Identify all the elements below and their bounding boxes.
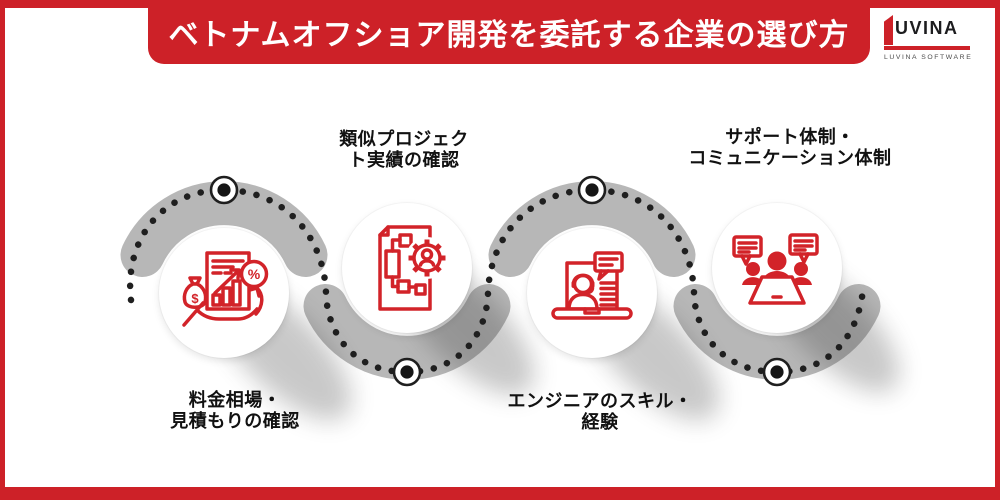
communication-team-icon — [732, 233, 819, 305]
step-label-3: エンジニアのスキル・ 経験 — [480, 391, 720, 433]
similar-project-doc-icon — [378, 225, 448, 311]
engineer-skill-icon — [551, 251, 633, 320]
step-label-line: 見積もりの確認 — [170, 411, 300, 431]
cost-estimate-icon: % $ — [182, 251, 269, 327]
step-circle-3 — [527, 228, 657, 358]
logo-subtitle: LUVINA SOFTWARE — [884, 54, 973, 61]
bullseye-marker-icon — [209, 175, 239, 205]
step-label-4: サポート体制・ コミュニケーション体制 — [655, 127, 925, 169]
step-circle-2 — [342, 203, 472, 333]
bullseye-marker-icon — [577, 175, 607, 205]
step-circle-4 — [712, 203, 842, 333]
step-label-line: コミュニケーション体制 — [688, 148, 892, 168]
step-label-1: 料金相場・ 見積もりの確認 — [115, 390, 355, 432]
logo-wordmark: UVINA — [895, 18, 959, 38]
bullseye-markers — [209, 175, 792, 387]
frame-border-right — [995, 0, 1000, 500]
title-banner: ベトナムオフショア開発を委託する企業の選び方 — [148, 0, 870, 64]
bullseye-marker-icon — [762, 357, 792, 387]
step-label-line: サポート体制・ — [725, 127, 855, 147]
step-label-line: 料金相場・ — [188, 390, 282, 410]
step-label-line: 類似プロジェク — [339, 129, 469, 149]
svg-text:$: $ — [191, 291, 199, 306]
step-label-line: エンジニアのスキル・ — [507, 391, 693, 411]
svg-text:%: % — [248, 266, 261, 282]
step-circle-1: % $ — [159, 228, 289, 358]
page-title: ベトナムオフショア開発を委託する企業の選び方 — [168, 19, 850, 52]
luvina-logo: UVINA LUVINA SOFTWARE — [884, 15, 979, 61]
step-label-2: 類似プロジェク ト実績の確認 — [284, 129, 524, 171]
bullseye-marker-icon — [392, 357, 422, 387]
frame-border-left — [0, 0, 5, 500]
dotted-wave-path — [126, 186, 867, 376]
frame-border-bottom — [0, 487, 1000, 500]
step-label-line: ト実績の確認 — [348, 150, 460, 170]
step-label-line: 経験 — [581, 412, 619, 432]
logo-underline — [884, 46, 970, 50]
logo-l-mark-icon — [884, 15, 893, 45]
